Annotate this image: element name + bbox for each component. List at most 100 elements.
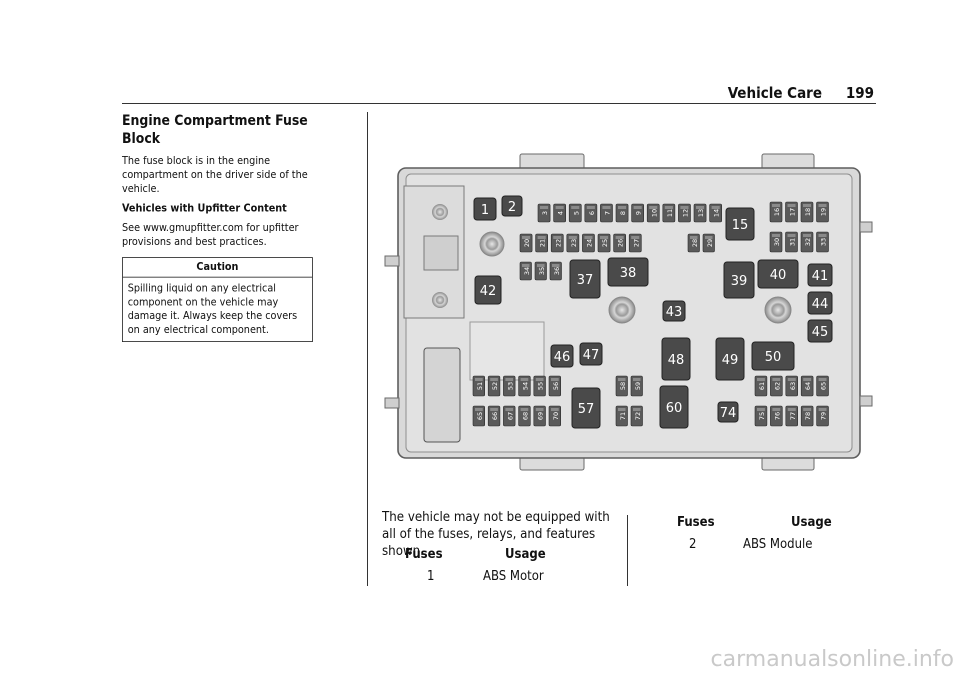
mini-fuse-54: 54 <box>518 375 531 397</box>
relay-74: 74 <box>717 401 739 423</box>
caution-box: Caution Spilling liquid on any electrica… <box>122 257 313 342</box>
relay-38: 38 <box>607 257 649 287</box>
fuse-label: 66 <box>491 412 499 420</box>
fuse-label: 53 <box>506 382 514 390</box>
relay-label: 38 <box>620 266 637 281</box>
fuse-label: 68 <box>521 412 529 420</box>
fuse-label: 28 <box>691 239 699 247</box>
fuse-label: 61 <box>758 382 766 390</box>
mini-fuse-24: 24 <box>582 233 595 253</box>
fuse-label: 78 <box>804 412 812 420</box>
fuse-label: 36 <box>553 267 561 275</box>
mini-fuse-32: 32 <box>800 231 814 253</box>
fuse-label: 65 <box>476 412 484 420</box>
table-row-usage: ABS Motor <box>483 569 544 584</box>
page-header: Vehicle Care 199 <box>122 82 876 104</box>
relay-label: 2 <box>508 200 516 215</box>
fuse-label: 22 <box>554 239 562 247</box>
relay-47: 47 <box>579 342 603 366</box>
mini-fuse-29: 29 <box>702 233 715 253</box>
mini-fuse-36: 36 <box>549 261 562 281</box>
mini-fuse-70: 70 <box>548 405 561 427</box>
mini-fuse-58: 58 <box>615 375 628 397</box>
mini-fuse-11: 11 <box>662 203 676 223</box>
fuse-label: 14 <box>713 209 721 217</box>
grommet-right <box>764 296 792 324</box>
mini-fuse-79: 79 <box>816 405 829 427</box>
table-divider <box>627 515 628 586</box>
mini-fuse-18: 18 <box>800 201 814 223</box>
mini-fuse-65: 65 <box>816 375 829 397</box>
relay-46: 46 <box>550 344 574 368</box>
mini-fuse-25: 25 <box>597 233 611 253</box>
fuse-label: 72 <box>634 412 642 420</box>
caution-title: Caution <box>122 258 313 278</box>
mini-fuse-52: 52 <box>487 375 501 397</box>
section-title: Vehicle Care <box>727 84 822 102</box>
fuse-label: 11 <box>666 209 674 217</box>
mini-fuse-22: 22 <box>550 233 564 253</box>
mini-fuse-28: 28 <box>687 233 700 253</box>
relay-50: 50 <box>751 341 795 371</box>
mini-fuse-3: 3 <box>537 203 551 223</box>
fuse-label: 71 <box>619 412 627 420</box>
fuse-label: 65 <box>820 382 828 390</box>
mini-fuse-30: 30 <box>769 231 783 253</box>
watermark: carmanualsonline.info <box>710 647 954 672</box>
relay-label: 45 <box>812 325 829 340</box>
relay-1: 1 <box>473 197 497 221</box>
mini-fuse-23: 23 <box>566 233 580 253</box>
fuse-label: 54 <box>521 382 529 390</box>
fuse-label: 17 <box>789 208 797 216</box>
fuse-label: 30 <box>773 238 781 246</box>
mini-fuse-65: 65 <box>472 405 485 427</box>
relay-label: 46 <box>554 350 571 365</box>
mini-fuse-10: 10 <box>646 203 660 223</box>
relay-label: 57 <box>578 402 595 417</box>
fuse-label: 51 <box>476 382 484 390</box>
mini-fuse-33: 33 <box>816 231 829 253</box>
fuse-label: 69 <box>537 412 545 420</box>
fuse-label: 7 <box>603 211 611 215</box>
relay-label: 37 <box>577 273 594 288</box>
mini-fuse-69: 69 <box>533 405 546 427</box>
mini-fuse-12: 12 <box>678 203 691 223</box>
fuse-label: 19 <box>820 208 828 216</box>
fuse-label: 24 <box>585 239 593 247</box>
mini-fuse-31: 31 <box>785 231 798 253</box>
fuse-label: 6 <box>588 211 596 215</box>
fuse-label: 8 <box>619 211 627 215</box>
fuse-label: 20 <box>523 239 531 247</box>
mini-fuse-27: 27 <box>628 233 642 253</box>
relay-label: 48 <box>668 353 685 368</box>
mini-fuse-68: 68 <box>518 405 531 427</box>
mini-fuse-9: 9 <box>631 203 645 223</box>
fuse-label: 52 <box>491 382 499 390</box>
mini-fuse-62: 62 <box>770 375 783 397</box>
fuse-label: 67 <box>506 412 514 420</box>
fuse-label: 62 <box>773 382 781 390</box>
mini-fuse-5: 5 <box>568 203 582 223</box>
mini-fuse-53: 53 <box>503 375 516 397</box>
mini-fuse-16: 16 <box>769 201 783 223</box>
relay-label: 49 <box>722 353 739 368</box>
mini-fuse-35: 35 <box>534 261 547 281</box>
relay-label: 39 <box>731 274 748 289</box>
fuse-label: 23 <box>570 239 578 247</box>
relay-57: 57 <box>571 387 601 429</box>
mini-fuse-26: 26 <box>613 233 627 253</box>
col-header-usage: Usage <box>791 515 832 530</box>
fuse-label: 58 <box>619 382 627 390</box>
fuse-label: 56 <box>552 382 560 390</box>
relay-label: 1 <box>481 203 489 218</box>
fuse-label: 33 <box>820 238 828 246</box>
relay-label: 60 <box>666 401 683 416</box>
fuse-label: 26 <box>617 239 625 247</box>
intro-paragraph: The fuse block is in the engine compartm… <box>122 155 308 196</box>
relay-41: 41 <box>807 263 833 287</box>
mini-fuse-78: 78 <box>800 405 814 427</box>
lower-connector <box>423 347 461 443</box>
